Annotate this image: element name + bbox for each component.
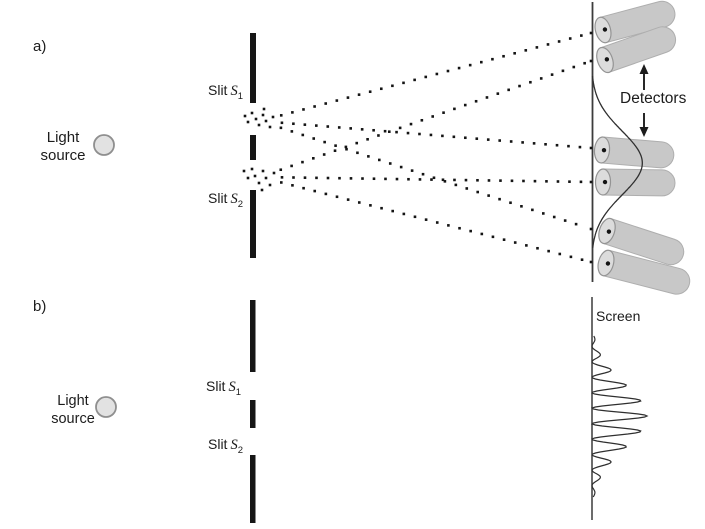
light-source-b xyxy=(95,396,117,418)
barrier-b-segment xyxy=(250,300,256,372)
detection-dot xyxy=(605,261,611,266)
panel-b-label: b) xyxy=(33,298,47,315)
barrier-b-segment xyxy=(250,400,256,428)
detector-cylinder xyxy=(597,249,691,295)
barrier-b-segment xyxy=(250,455,256,523)
light-source-label-b-line2: source xyxy=(51,411,95,427)
light-source-label-b: Light source xyxy=(44,392,102,428)
barrier-a-segment xyxy=(250,33,256,103)
panel-a-label: a) xyxy=(33,38,47,55)
interference-curve xyxy=(590,335,649,498)
detector-cylinder xyxy=(594,168,676,197)
detectors-arrow-down-head xyxy=(639,127,649,137)
light-source-a xyxy=(93,134,115,156)
detection-dot xyxy=(602,27,608,32)
detector-cylinder xyxy=(594,0,676,44)
detector-cylinder xyxy=(598,217,685,266)
trajectory-dots xyxy=(242,31,593,264)
detectors-arrow-up-head xyxy=(639,64,649,74)
light-source-label-b-line1: Light xyxy=(57,393,89,409)
detectors-label: Detectors xyxy=(620,90,687,107)
screen-label: Screen xyxy=(596,308,641,324)
light-source-label-a: Light source xyxy=(34,129,92,165)
barrier-a-segment xyxy=(250,135,256,160)
barrier-a-segment xyxy=(250,190,256,258)
light-source-label-a-line2: source xyxy=(40,147,86,164)
detection-dot xyxy=(602,179,608,185)
detection-dot xyxy=(606,229,612,234)
detector-cylinder xyxy=(593,136,675,169)
detection-dot xyxy=(601,147,607,153)
light-source-label-a-line1: Light xyxy=(46,129,80,146)
detection-dot xyxy=(604,57,610,62)
bell-curve xyxy=(591,75,643,249)
detector-cylinder xyxy=(596,26,676,74)
